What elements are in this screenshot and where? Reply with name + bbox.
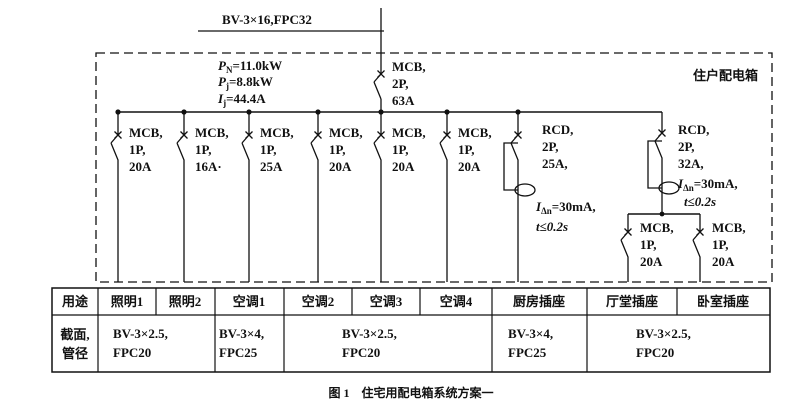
cable-cell-5-line2: FPC20 [636,345,674,360]
svg-text:MCB,: MCB, [392,125,426,140]
branch-breaker-6: MCB, 1P, 20A [439,112,492,282]
rcd2-line2: 2P, [678,139,695,154]
sub-bus-node [659,211,665,217]
svg-text:16A·: 16A· [195,159,222,174]
usage-cell-4: 空调2 [302,294,335,309]
param-pj: Pj=8.8kW [218,74,273,91]
svg-text:1P,: 1P, [458,142,475,157]
param-pn: PN=11.0kW [218,58,282,75]
rcd2-line3: 32A, [678,156,704,171]
svg-text:MCB,: MCB, [640,220,674,235]
svg-text:1P,: 1P, [392,142,409,157]
cable-cell-4-line1: BV-3×4, [508,326,553,341]
rcd1-idn: IΔn=30mA, [535,199,596,216]
svg-text:20A: 20A [129,159,152,174]
svg-text:MCB,: MCB, [712,220,746,235]
svg-text:25A: 25A [260,159,283,174]
cable-cell-1-line1: BV-3×2.5, [113,326,168,341]
rcd1-trip-time: t≤0.2s [536,219,568,234]
svg-text:20A: 20A [329,159,352,174]
cable-header-line2: 管径 [62,346,88,361]
main-breaker-symbol [373,8,385,112]
usage-cell-8: 厅堂插座 [606,294,658,309]
distribution-box-enclosure [95,52,773,283]
cable-cell-4-line2: FPC25 [508,345,547,360]
usage-cell-6: 空调4 [440,294,473,309]
cable-cell-2-line1: BV-3×4, [219,326,264,341]
cable-header-line1: 截面, [60,327,89,342]
param-ij: Ij=44.4A [217,91,266,108]
svg-text:MCB,: MCB, [458,125,492,140]
cable-cell-3-line1: BV-3×2.5, [342,326,397,341]
svg-text:1P,: 1P, [329,142,346,157]
svg-text:MCB,: MCB, [195,125,229,140]
branch-breaker-4: MCB, 1P, 20A [310,112,363,282]
usage-cell-7: 厨房插座 [513,294,565,309]
feeder-cable-label: BV-3×16,FPC32 [222,12,312,27]
rcd1-line1: RCD, [542,122,573,137]
branch-breaker-5: MCB, 1P, 20A [373,112,426,282]
svg-text:1P,: 1P, [195,142,212,157]
svg-text:1P,: 1P, [640,237,657,252]
branch-breaker-3: MCB, 1P, 25A [241,112,294,282]
sub-breaker-1: MCB, 1P, 20A [620,214,674,282]
box-title: 住户配电箱 [693,68,758,83]
cable-cell-1-line2: FPC20 [113,345,151,360]
rcd2-trip-time: t≤0.2s [684,194,716,209]
sub-breaker-2: MCB, 1P, 20A [692,214,746,282]
main-breaker-line2: 2P, [392,76,409,91]
rcd2-line1: RCD, [678,122,709,137]
svg-text:1P,: 1P, [712,237,729,252]
rcd2-idn: IΔn=30mA, [677,176,738,193]
cable-cell-3-line2: FPC20 [342,345,380,360]
rcd1-line2: 2P, [542,139,559,154]
usage-header: 用途 [61,294,89,309]
svg-text:1P,: 1P, [129,142,146,157]
main-breaker-line3: 63A [392,93,415,108]
svg-text:MCB,: MCB, [260,125,294,140]
svg-text:20A: 20A [712,254,735,269]
figure-caption: 图 1 住宅用配电箱系统方案一 [328,385,493,400]
svg-text:MCB,: MCB, [129,125,163,140]
usage-cell-5: 空调3 [370,294,403,309]
usage-cell-3: 空调1 [233,294,266,309]
svg-text:1P,: 1P, [260,142,277,157]
cable-cell-2-line2: FPC25 [219,345,258,360]
usage-cell-9: 卧室插座 [697,294,749,309]
circuit-table [51,287,771,373]
branch-breaker-2: MCB, 1P, 16A· [176,112,229,282]
branch-breaker-1: MCB, 1P, 20A [110,112,163,282]
rcd1-line3: 25A, [542,156,568,171]
svg-text:20A: 20A [640,254,663,269]
main-breaker-line1: MCB, [392,59,426,74]
rcd-breaker-1 [503,112,536,282]
rcd-breaker-2 [647,112,680,214]
svg-text:20A: 20A [458,159,481,174]
usage-cell-1: 照明1 [111,294,144,309]
svg-text:MCB,: MCB, [329,125,363,140]
cable-cell-5-line1: BV-3×2.5, [636,326,691,341]
usage-cell-2: 照明2 [169,294,202,309]
svg-text:20A: 20A [392,159,415,174]
